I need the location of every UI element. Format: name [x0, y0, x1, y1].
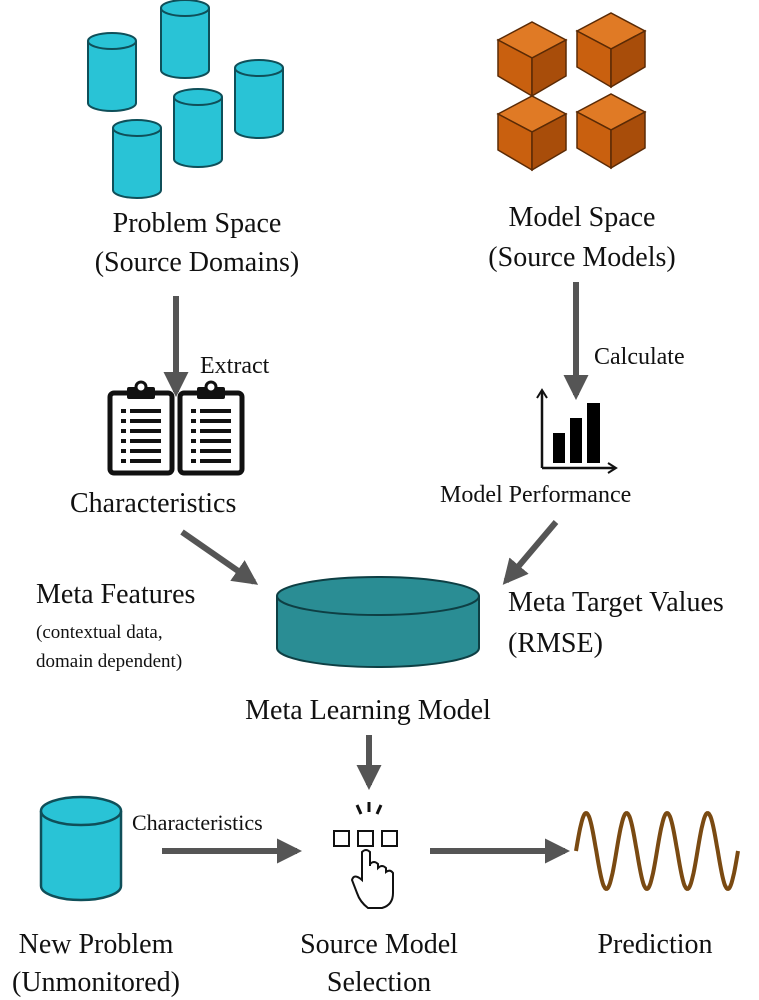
meta-learning-label: Meta Learning Model: [245, 695, 491, 726]
problem-space-title: Problem Space: [113, 208, 282, 239]
click-hand-icon: [333, 802, 398, 909]
meta-database-icon: [276, 576, 480, 668]
model-space-subtitle: (Source Models): [488, 242, 675, 273]
sine-wave-icon: [574, 811, 740, 891]
meta-target-arrow: [502, 520, 559, 585]
meta-features-arrow: [180, 529, 259, 585]
database-cylinder-icon: [87, 0, 284, 199]
meta-target-detail: (RMSE): [508, 628, 603, 659]
calculate-label: Calculate: [594, 344, 685, 370]
prediction-label: Prediction: [597, 929, 712, 960]
new-problem-title: New Problem: [19, 929, 174, 960]
bar-chart-icon: [536, 388, 618, 474]
new-problem-cylinder-icon: [39, 795, 123, 902]
source-model-selection-subtitle: Selection: [327, 967, 431, 998]
meta-features-detail-1: (contextual data,: [36, 622, 163, 643]
source-model-selection-title: Source Model: [300, 929, 458, 960]
meta-target-title: Meta Target Values: [508, 587, 724, 618]
model-space-title: Model Space: [509, 202, 656, 233]
meta-features-detail-2: domain dependent): [36, 651, 182, 672]
model-performance-label: Model Performance: [440, 482, 631, 508]
cube-icon: [497, 12, 646, 171]
characteristics-arrow-label: Characteristics: [132, 810, 263, 835]
new-problem-subtitle: (Unmonitored): [12, 967, 180, 998]
problem-space-subtitle: (Source Domains): [95, 247, 300, 278]
clipboard-icon: [110, 382, 242, 473]
extract-label: Extract: [200, 353, 270, 379]
meta-features-title: Meta Features: [36, 579, 195, 610]
characteristics-label: Characteristics: [70, 488, 236, 519]
